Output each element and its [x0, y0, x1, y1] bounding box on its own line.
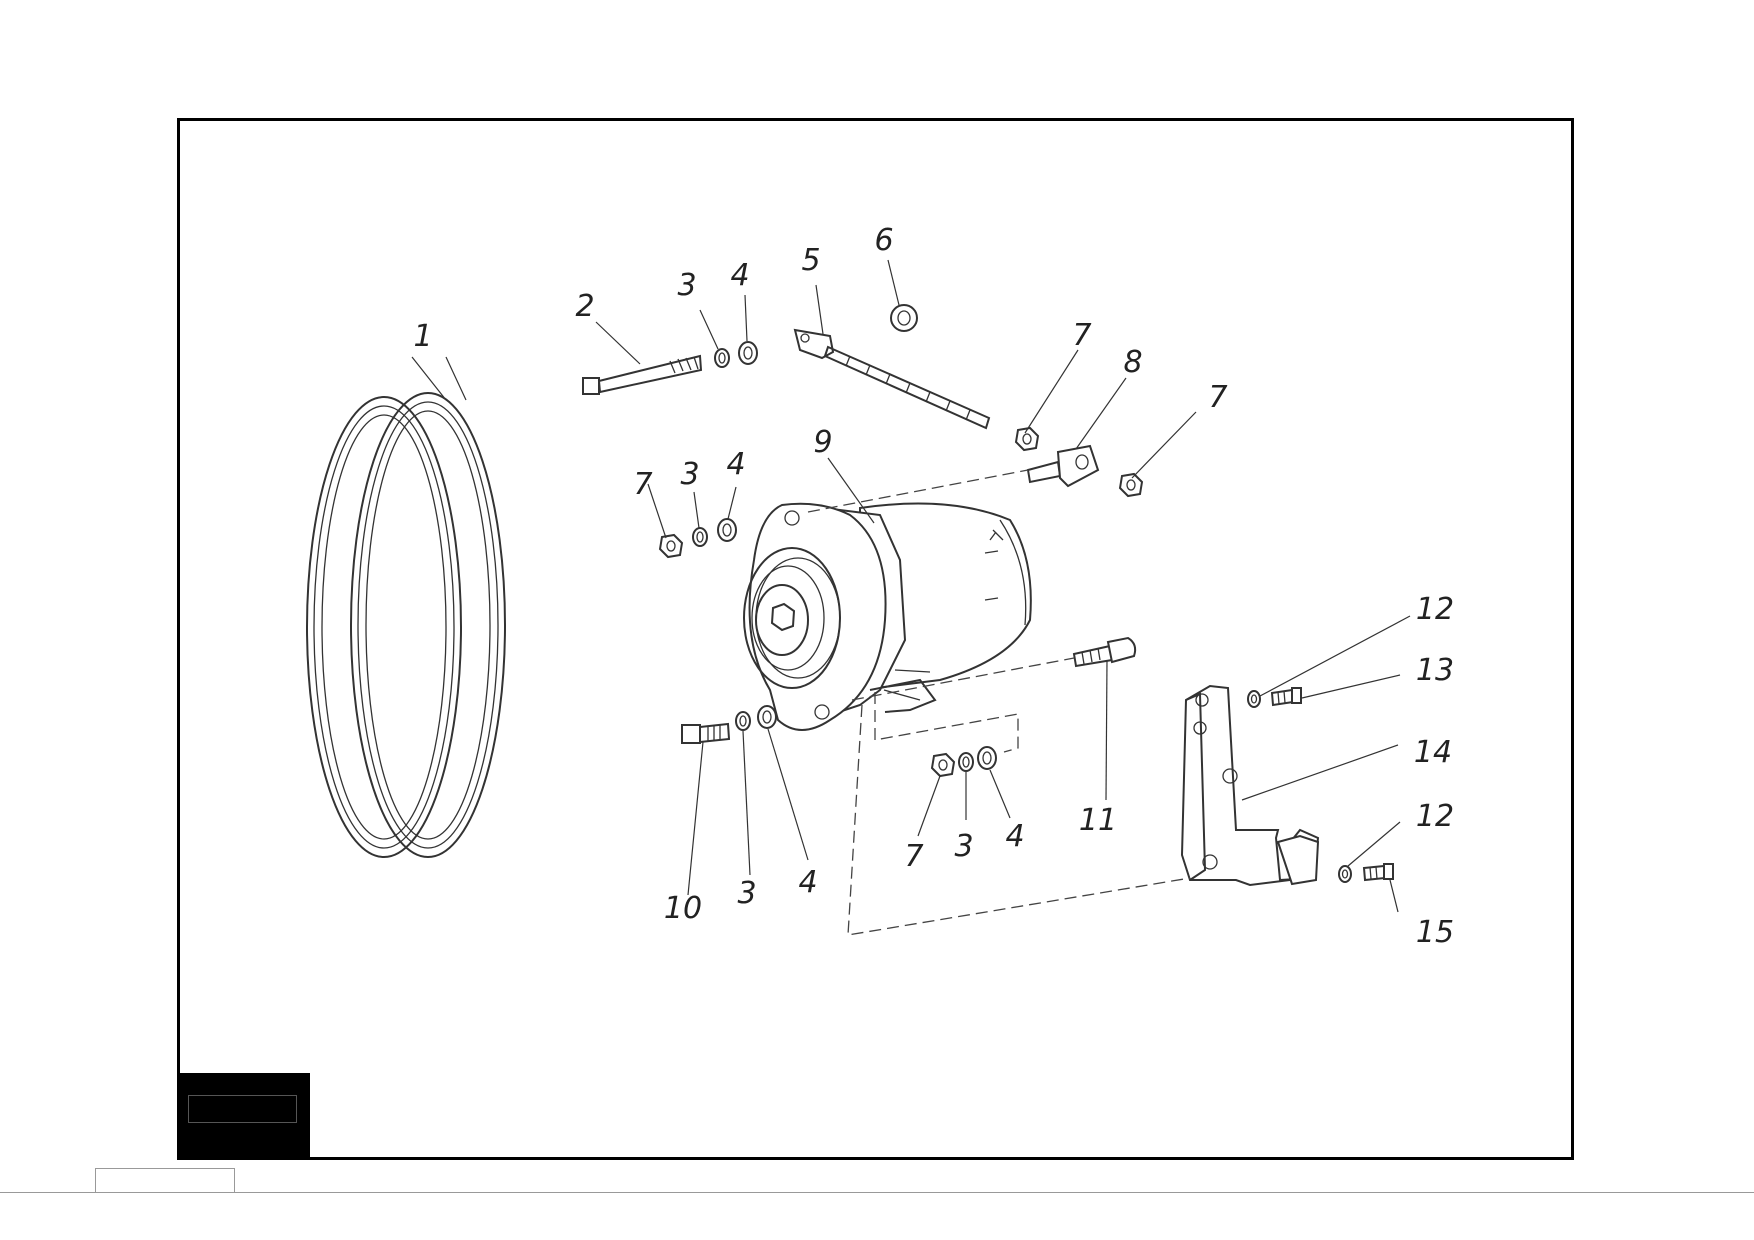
bolt [681, 722, 731, 744]
callout-12: 12 [1416, 799, 1454, 834]
callout-3: 3 [677, 268, 696, 303]
bolt [1270, 687, 1302, 707]
callout-3: 3 [680, 457, 699, 492]
spring-washer [692, 527, 708, 547]
callout-11: 11 [1079, 803, 1117, 838]
callout-4: 4 [1005, 819, 1024, 854]
nut [890, 304, 918, 332]
tension-bar [793, 328, 991, 430]
callout-15: 15 [1416, 915, 1454, 950]
spring-washer [1338, 865, 1352, 883]
spring-washer [735, 711, 751, 731]
hex-nut [930, 752, 956, 778]
drive-belt [306, 392, 506, 858]
callout-4: 4 [726, 447, 745, 482]
flat-washer [977, 746, 997, 770]
mounting-bracket [1180, 684, 1320, 887]
leader-lines [411, 259, 1411, 913]
adjusting-stud [1026, 444, 1100, 488]
page-footer-tab [95, 1168, 235, 1192]
callout-2: 2 [575, 289, 594, 324]
callout-7: 7 [1208, 380, 1227, 415]
spring-washer [1247, 690, 1261, 708]
spring-washer [714, 348, 730, 368]
hex-nut [1118, 472, 1144, 498]
callout-labels: 1 2 3 4 5 6 7 8 7 7 3 4 9 12 13 14 12 15… [413, 223, 1454, 950]
callout-12: 12 [1416, 592, 1454, 627]
callout-1: 1 [413, 319, 432, 354]
bolt [1362, 863, 1394, 882]
callout-8: 8 [1123, 345, 1142, 380]
callout-14: 14 [1414, 735, 1452, 770]
stud [1072, 636, 1137, 668]
callout-4: 4 [730, 258, 749, 293]
flat-washer [757, 705, 777, 729]
callout-3: 3 [737, 876, 756, 911]
callout-5: 5 [801, 243, 820, 278]
alternator [743, 502, 1032, 731]
hex-nut [1014, 426, 1040, 452]
spring-washer [958, 752, 974, 772]
assembly-centerlines [807, 469, 1191, 936]
callout-6: 6 [874, 223, 893, 258]
hex-nut [658, 533, 684, 559]
flat-washer [738, 341, 758, 365]
flat-washer [717, 518, 737, 542]
title-block-corner [177, 1073, 310, 1160]
callout-7: 7 [1072, 318, 1091, 353]
callout-10: 10 [664, 891, 702, 926]
long-bolt [582, 354, 703, 395]
callout-13: 13 [1416, 653, 1454, 688]
callout-4: 4 [798, 865, 817, 900]
callout-7: 7 [633, 467, 652, 502]
callout-3: 3 [954, 829, 973, 864]
callout-9: 9 [813, 425, 832, 460]
callout-7: 7 [904, 839, 923, 874]
page-footer-line [0, 1192, 1754, 1193]
